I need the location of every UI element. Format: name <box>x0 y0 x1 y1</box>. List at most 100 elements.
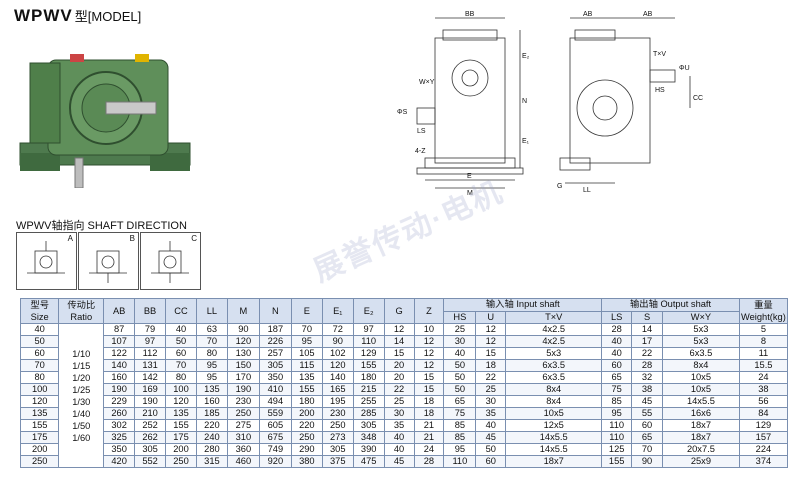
size-cell: 50 <box>19 335 60 348</box>
table-cell: 16x6 <box>662 407 740 420</box>
label-bb: BB <box>465 11 475 18</box>
table-cell: 120 <box>226 335 260 348</box>
table-cell: 155 <box>601 455 633 468</box>
size-cell: 175 <box>19 431 60 444</box>
table-cell: 552 <box>134 455 167 468</box>
table-cell: 6x3.5 <box>662 347 740 360</box>
table-cell: 190 <box>134 395 167 408</box>
table-cell: 175 <box>165 431 197 444</box>
size-cell: 155 <box>19 419 60 432</box>
table-cell: 310 <box>226 431 260 444</box>
table-cell: 30 <box>443 335 477 348</box>
size-cell: 40 <box>19 323 60 336</box>
table-cell: 25x9 <box>662 455 740 468</box>
table-cell: 230 <box>226 395 260 408</box>
table-cell: 40 <box>601 347 633 360</box>
table-cell: 95 <box>195 371 228 384</box>
table-cell: 229 <box>103 395 136 408</box>
table-cell: 220 <box>195 419 228 432</box>
table-cell: 22 <box>631 347 664 360</box>
table-cell: 90 <box>321 335 354 348</box>
table-cell: 160 <box>103 371 136 384</box>
table-cell: 475 <box>352 455 385 468</box>
table-cell: 50 <box>443 371 477 384</box>
table-cell: 87 <box>103 323 136 336</box>
table-cell: 305 <box>321 443 354 456</box>
label-cc: CC <box>693 95 703 102</box>
table-cell: 285 <box>352 407 385 420</box>
table-cell: 45 <box>631 395 664 408</box>
table-cell: 135 <box>290 371 323 384</box>
header-size: 型号 Size <box>19 298 60 324</box>
table-cell: 60 <box>165 347 197 360</box>
table-cell: 30 <box>475 395 507 408</box>
table-cell: 12 <box>383 323 415 336</box>
table-cell: 12 <box>475 323 507 336</box>
table-cell: 50 <box>443 383 477 396</box>
shaft-direction-tag-c: C <box>191 234 197 243</box>
ratio-item: 1/10 <box>72 348 91 359</box>
table-cell: 273 <box>321 431 354 444</box>
table-cell: 165 <box>321 383 354 396</box>
table-cell: 494 <box>258 395 292 408</box>
header-output-col: W×Y <box>662 310 740 324</box>
header-col: G <box>383 298 415 324</box>
table-cell: 95 <box>601 407 633 420</box>
table-cell: 55 <box>631 407 664 420</box>
table-cell: 15 <box>475 347 507 360</box>
ratio-item: 1/50 <box>72 420 91 431</box>
header-input-col: T×V <box>505 310 603 324</box>
table-cell: 115 <box>290 359 323 372</box>
label-g: G <box>557 183 562 190</box>
label-ab-2: AB <box>643 11 653 18</box>
table-cell: 50 <box>443 359 477 372</box>
shaft-direction-tag-a: A <box>67 234 73 243</box>
header-col: E <box>290 298 323 324</box>
table-cell: 140 <box>321 371 354 384</box>
header-output-col: S <box>631 310 664 324</box>
table-cell: 120 <box>321 359 354 372</box>
table-cell: 40 <box>383 443 415 456</box>
table-cell: 21 <box>413 419 445 432</box>
header-output-shaft: 输出轴 Output shaft <box>601 298 740 312</box>
table-cell: 275 <box>226 419 260 432</box>
label-ll: LL <box>583 187 591 194</box>
header-ratio-text: 传动比 Ratio <box>67 300 96 322</box>
table-cell: 14x5.5 <box>505 431 603 444</box>
table-cell: 15 <box>383 347 415 360</box>
table-cell: 18x7 <box>662 419 740 432</box>
header-input-col: HS <box>443 310 477 324</box>
label-hs: HS <box>655 87 665 94</box>
table-cell: 11 <box>738 347 789 360</box>
table-cell: 18 <box>413 395 445 408</box>
table-cell: 85 <box>601 395 633 408</box>
table-cell: 12 <box>475 335 507 348</box>
table-cell: 14x5.5 <box>505 443 603 456</box>
table-cell: 95 <box>195 359 228 372</box>
table-cell: 90 <box>631 455 664 468</box>
table-cell: 210 <box>134 407 167 420</box>
table-cell: 129 <box>352 347 385 360</box>
table-cell: 75 <box>443 407 477 420</box>
table-cell: 85 <box>443 419 477 432</box>
table-cell: 38 <box>738 383 789 396</box>
table-cell: 605 <box>258 419 292 432</box>
table-cell: 240 <box>195 431 228 444</box>
table-cell: 150 <box>226 359 260 372</box>
model-name: WPWV <box>14 6 73 25</box>
table-cell: 6x3.5 <box>505 371 603 384</box>
table-cell: 185 <box>195 407 228 420</box>
shaft-direction-b: B <box>78 232 139 290</box>
spec-table: 型号 Size 传动比 Ratio AB BB CC LL M N E E₁ E… <box>19 298 789 468</box>
table-cell: 25 <box>443 323 477 336</box>
table-cell: 17 <box>631 335 664 348</box>
table-cell: 97 <box>134 335 167 348</box>
table-cell: 250 <box>226 407 260 420</box>
table-cell: 25 <box>475 383 507 396</box>
